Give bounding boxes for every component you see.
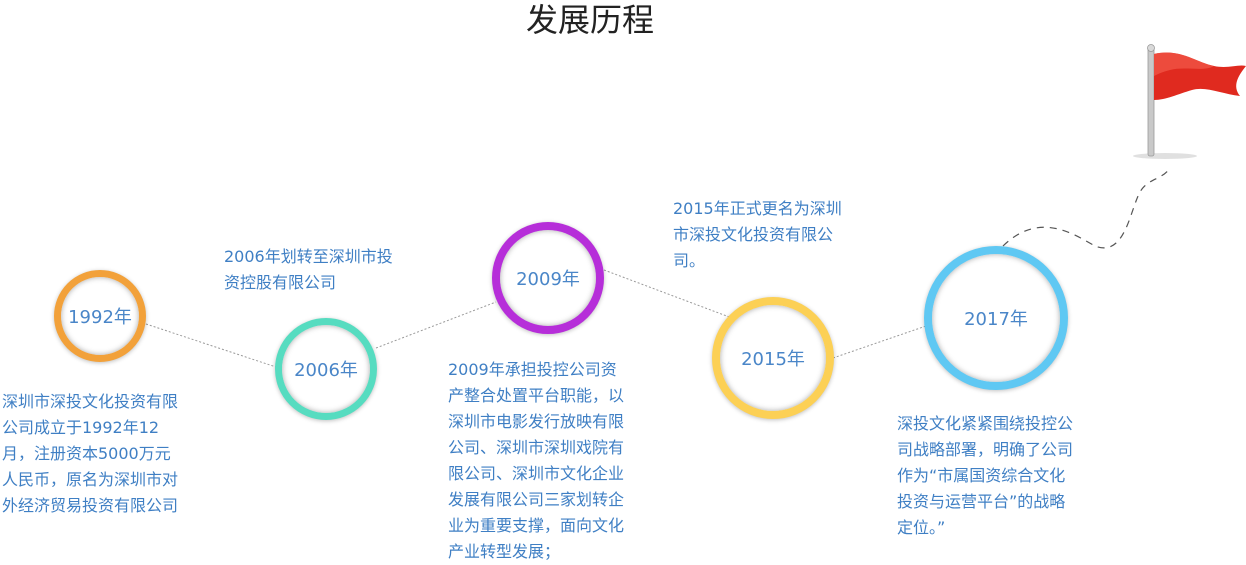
milestone-2015-circle: 2015年 <box>712 297 834 419</box>
milestone-2017-description: 深投文化紧紧围绕投控公 司战略部署，明确了公司 作为“市属国资综合文化 投资与运… <box>897 414 1074 537</box>
milestone-year-label: 1992年 <box>68 307 132 328</box>
milestone-2006-description: 2006年划转至深圳市投 资控股有限公司 <box>224 247 393 292</box>
red-flag-icon <box>1133 44 1246 159</box>
milestone-2006-circle: 2006年 <box>275 318 377 420</box>
connector-2015-2017 <box>832 325 927 359</box>
flag-dashed-path <box>1002 167 1171 249</box>
connector-1992-2006 <box>145 323 277 368</box>
milestone-1992-description: 深圳市深投文化投资有限 公司成立于1992年12 月，注册资本5000万元 人民… <box>2 392 179 515</box>
milestone-2009-description: 2009年承担投控公司资 产整合处置平台职能，以 深圳市电影发行放映有限 公司、… <box>448 360 625 561</box>
milestone-1992-circle: 1992年 <box>54 270 146 362</box>
connector-2009-2015 <box>603 269 733 319</box>
connector-2006-2009 <box>375 301 497 349</box>
page-title: 发展历程 <box>525 1 654 39</box>
milestone-2015-description: 2015年正式更名为深圳 市深投文化投资有限公 司。 <box>673 199 842 270</box>
milestone-2009-circle: 2009年 <box>492 222 604 334</box>
milestone-year-label: 2009年 <box>516 269 580 290</box>
milestone-year-label: 2015年 <box>741 349 805 370</box>
milestone-2017-circle: 2017年 <box>924 246 1068 390</box>
milestone-year-label: 2017年 <box>964 309 1028 330</box>
milestone-year-label: 2006年 <box>294 360 358 381</box>
